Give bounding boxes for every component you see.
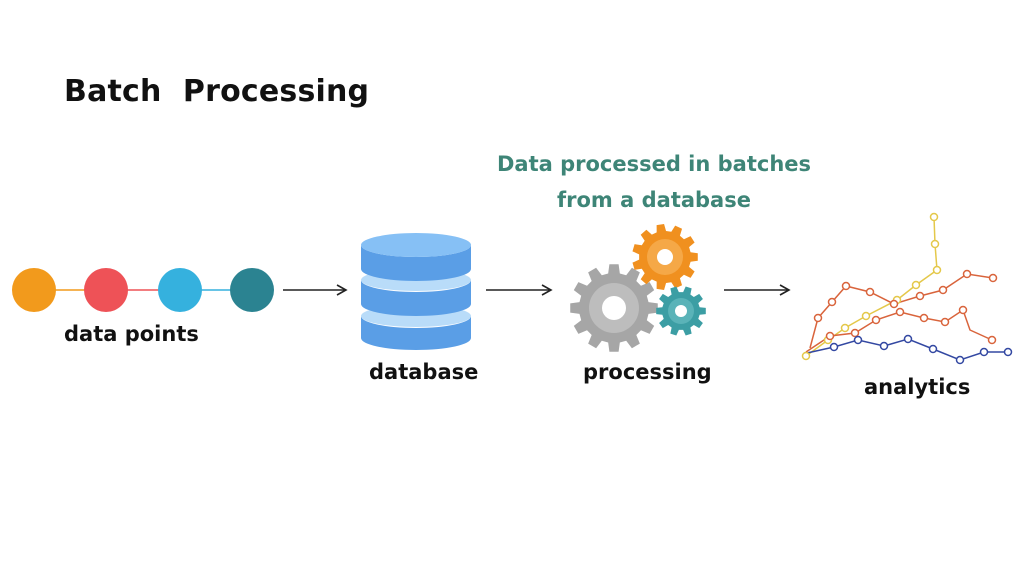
processing-label: processing xyxy=(583,360,712,384)
processing-caption: Data processed in batches from a databas… xyxy=(496,146,812,218)
data-point-2 xyxy=(84,268,128,312)
caption-line-1: Data processed in batches xyxy=(496,152,812,176)
page-title: Batch Processing xyxy=(64,74,370,109)
data-points-label: data points xyxy=(64,322,199,346)
gears-icon xyxy=(570,224,706,352)
data-point-4 xyxy=(230,268,274,312)
data-points-icon xyxy=(12,268,274,312)
database-icon xyxy=(361,233,471,350)
analytics-label: analytics xyxy=(864,375,971,399)
database-label: database xyxy=(369,360,479,384)
line-chart-icon xyxy=(801,212,1013,365)
caption-line-2: from a database xyxy=(557,188,751,212)
data-point-1 xyxy=(12,268,56,312)
data-point-3 xyxy=(158,268,202,312)
